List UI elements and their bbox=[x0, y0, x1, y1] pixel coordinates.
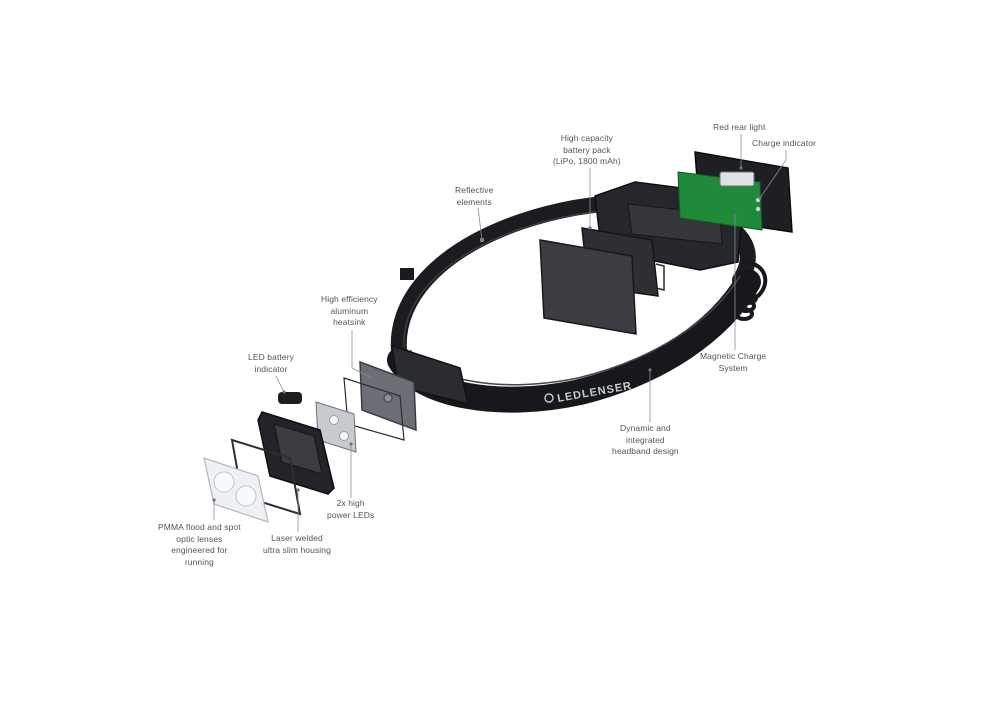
logo-mark bbox=[544, 393, 554, 403]
front-mount-bracket bbox=[391, 344, 469, 406]
strap-buckle bbox=[400, 268, 414, 280]
optic-lens-flood bbox=[213, 471, 235, 493]
leader-headband-dot bbox=[648, 368, 652, 372]
battery-plate-front bbox=[539, 239, 637, 335]
leader-optic-lenses-dot bbox=[212, 498, 216, 502]
leader-magnetic-charge-dot bbox=[733, 214, 737, 218]
callout-charge-indicator: Charge indicator bbox=[752, 138, 816, 148]
callout-red-rear-light: Red rear light bbox=[713, 122, 766, 132]
main-housing-window bbox=[273, 423, 323, 475]
heatsink-screw bbox=[383, 393, 393, 403]
rear-light-led-strip bbox=[719, 171, 755, 187]
led-emitter-2 bbox=[339, 431, 349, 441]
optic-lens-spot bbox=[235, 485, 257, 507]
frame-gasket bbox=[343, 377, 405, 441]
leader-heatsink bbox=[351, 330, 373, 379]
charge-indicator-led-2 bbox=[755, 206, 761, 212]
leader-reflective bbox=[477, 207, 483, 241]
leader-led-indicator bbox=[275, 375, 285, 393]
leader-housing-dot bbox=[296, 488, 300, 492]
leader-charge-indicator bbox=[759, 150, 787, 199]
leader-red-rear-light-dot bbox=[739, 166, 743, 170]
led-emitter-1 bbox=[329, 415, 339, 425]
leader-power-leds-dot bbox=[349, 442, 353, 446]
battery-indicator-button bbox=[278, 392, 302, 404]
leader-reflective-dot bbox=[480, 238, 484, 242]
battery-clip bbox=[655, 263, 665, 291]
leader-heatsink-dot bbox=[370, 376, 374, 380]
leader-battery-pack-dot bbox=[588, 226, 592, 230]
coiled-cable bbox=[734, 260, 768, 321]
leader-led-indicator-dot bbox=[282, 390, 286, 394]
leader-lines bbox=[212, 134, 787, 532]
leader-charge-indicator-dot bbox=[758, 196, 762, 200]
